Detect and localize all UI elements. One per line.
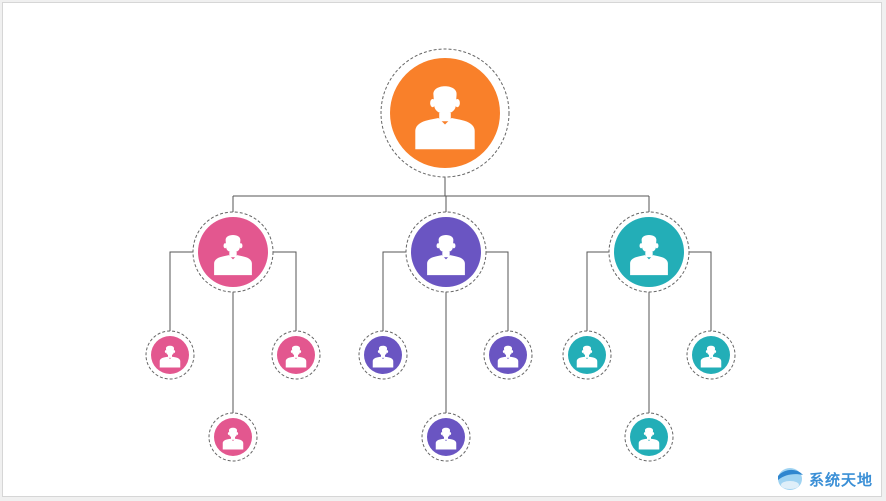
connector-teal-left	[586, 251, 609, 331]
child-node-teal-1	[562, 330, 612, 380]
connector-teal-right	[689, 251, 712, 331]
connector-pink-left	[169, 251, 193, 331]
watermark: 系统天地	[775, 466, 873, 492]
child-node-purple-3	[421, 412, 471, 462]
connector-lines	[169, 177, 712, 413]
child-node-pink-1	[145, 330, 195, 380]
child-node-teal-2	[686, 330, 736, 380]
branch-node-teal	[608, 211, 690, 293]
branch-node-purple	[405, 211, 487, 293]
child-node-teal-3	[624, 412, 674, 462]
child-node-purple-2	[483, 330, 533, 380]
child-node-pink-3	[208, 412, 258, 462]
connector-purple-left	[382, 251, 406, 331]
globe-logo-icon	[777, 468, 803, 490]
org-chart	[145, 48, 736, 462]
root-node	[380, 48, 510, 178]
connector-purple-right	[486, 251, 509, 331]
connector-pink-right	[273, 251, 297, 331]
child-node-pink-2	[271, 330, 321, 380]
branch-node-pink	[192, 211, 274, 293]
child-node-purple-1	[358, 330, 408, 380]
watermark-text: 系统天地	[808, 470, 873, 489]
nodes	[145, 48, 736, 462]
